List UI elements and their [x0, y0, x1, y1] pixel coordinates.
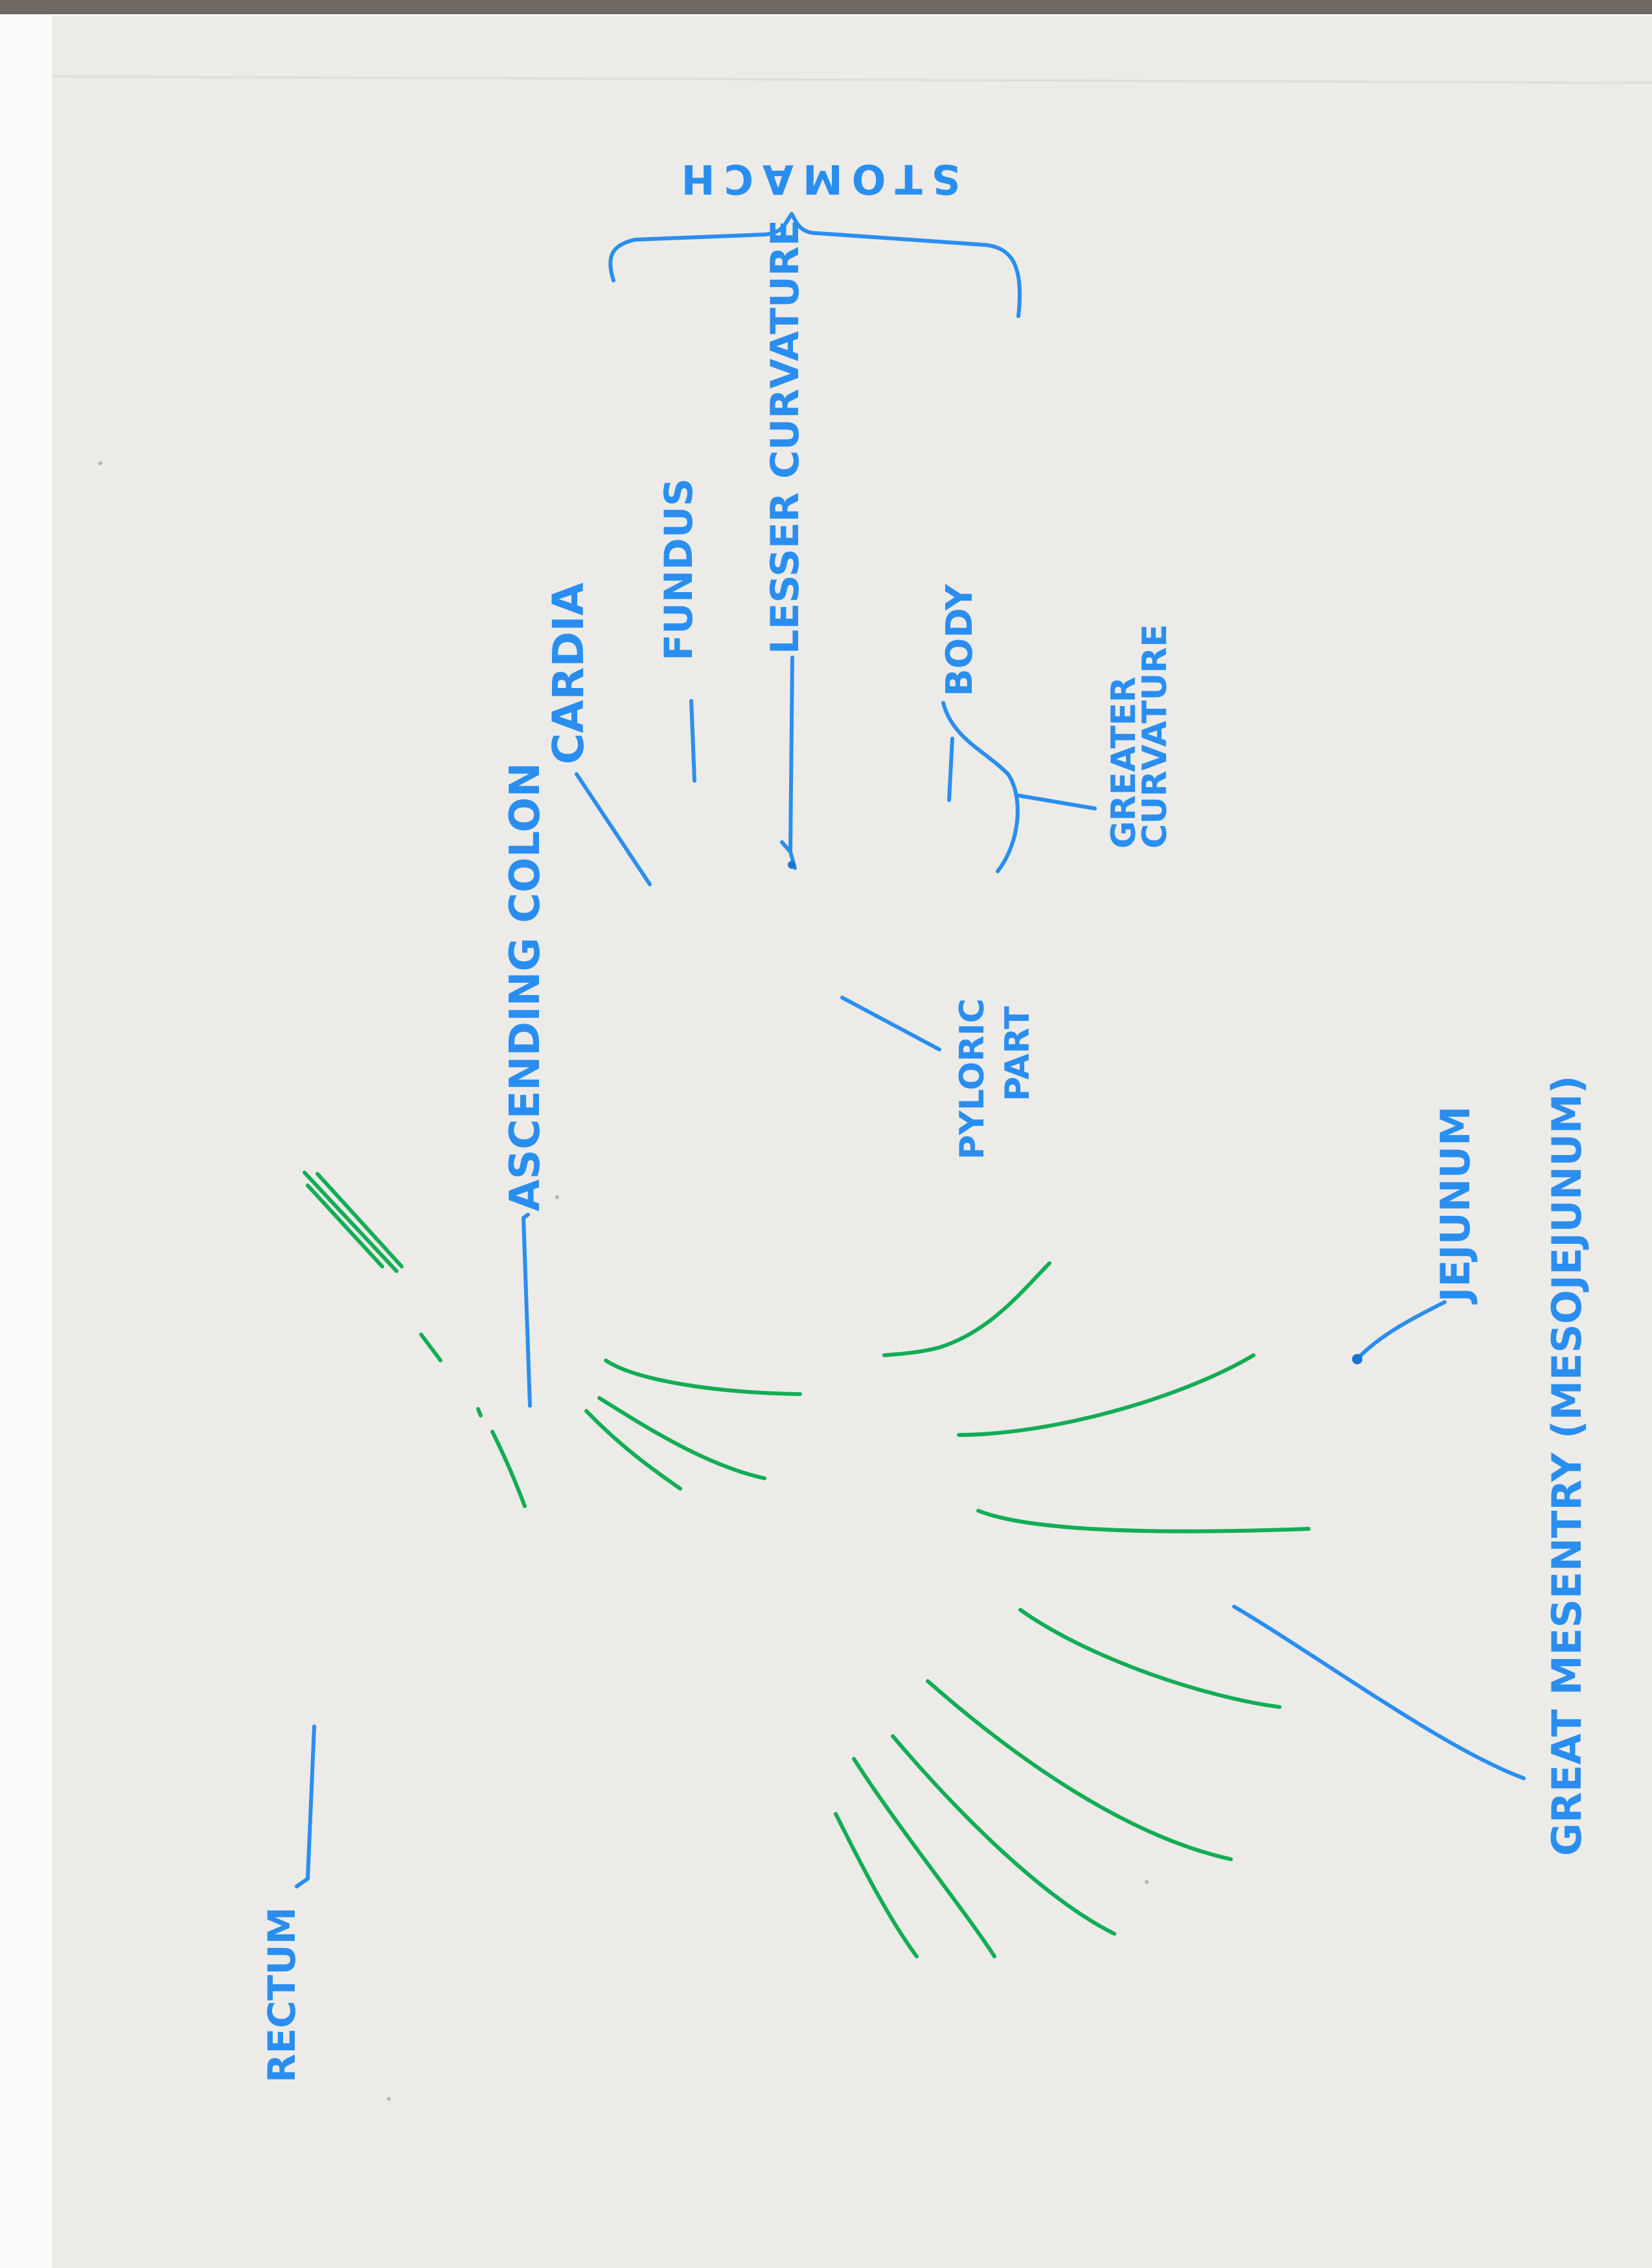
ascending-colon-leader	[522, 1213, 532, 1408]
stomach-brace	[608, 212, 1022, 318]
label-pyloric-1: PYLORIC	[953, 998, 992, 1160]
label-ascending-colon: ASCENDING COLON	[501, 762, 549, 1211]
label-lesser-curvature: LESSER CURVATURE	[763, 220, 808, 654]
green-stroke-9	[926, 1679, 1233, 1861]
jejunum-leader	[1355, 1300, 1447, 1361]
label-cardia: CARDIA	[544, 582, 593, 764]
scan-speck	[387, 2097, 391, 2101]
mesentery-leader	[1232, 1605, 1526, 1780]
scan-speck	[1145, 1880, 1149, 1884]
body-leader	[941, 701, 1020, 873]
scan-speck	[555, 1195, 559, 1199]
label-fundus: FUNDUS	[656, 478, 702, 661]
label-great-mesentery: GREAT MESENTRY (MESOJEJUNUM)	[1543, 1075, 1590, 1856]
green-stroke-short-2	[476, 1407, 483, 1417]
green-stroke-3	[597, 1396, 766, 1480]
green-stroke-5	[490, 1430, 527, 1508]
label-greater-2: CURVATURE	[1136, 624, 1175, 849]
label-greater-1: GREATER	[1105, 677, 1143, 849]
jejunum-dot	[1352, 1354, 1362, 1364]
green-stroke-7	[976, 1509, 1311, 1533]
top-dark-strip	[0, 0, 1652, 14]
cardia-leader	[575, 772, 652, 886]
label-pyloric-2: PART	[998, 1006, 1037, 1101]
rectum-leader	[295, 1724, 316, 1888]
sheet-top-shadow	[51, 75, 1652, 84]
fundus-leader	[689, 699, 696, 783]
green-stroke-8	[1018, 1608, 1281, 1709]
left-white-margin	[0, 14, 52, 2268]
label-jejunum: JEJUNUM	[1432, 1106, 1479, 1305]
label-stomach: STOMACH	[672, 155, 961, 203]
green-stroke-2	[604, 1358, 802, 1396]
green-stroke-4	[584, 1409, 682, 1491]
lesser-curvature-dot	[788, 861, 796, 869]
label-body: BODY	[939, 583, 981, 696]
label-rectum: RECTUM	[260, 1907, 304, 2083]
green-stroke-6	[957, 1353, 1256, 1437]
green-stroke-1	[882, 1261, 1051, 1357]
green-stroke-10	[891, 1734, 1116, 1936]
paper-sheet	[52, 16, 1652, 2268]
scan-speck	[98, 461, 102, 465]
green-stroke-12	[834, 1812, 919, 1958]
greater-curvature-leader	[1016, 794, 1097, 810]
pyloric-leader	[840, 996, 941, 1051]
green-stroke-short	[419, 1333, 442, 1362]
green-stroke-11	[852, 1757, 996, 1958]
green-stroke-top	[303, 1171, 404, 1273]
